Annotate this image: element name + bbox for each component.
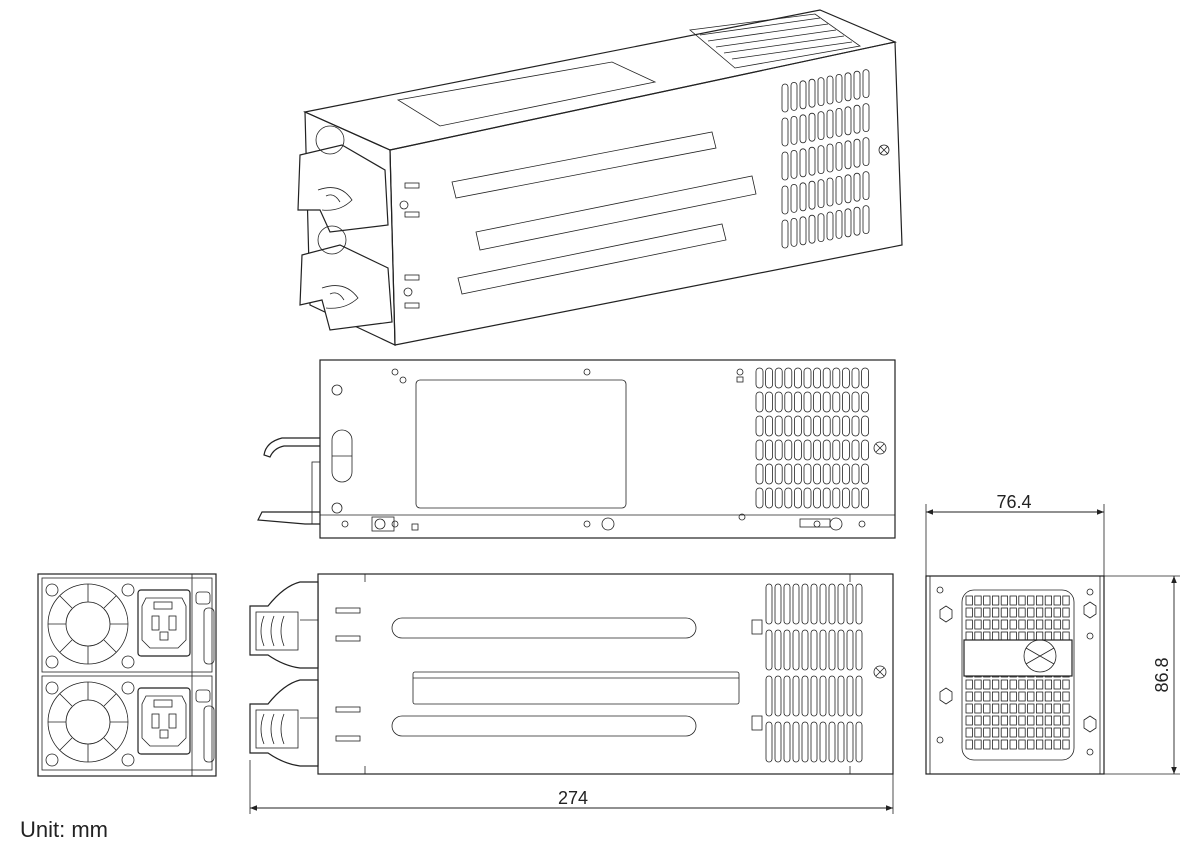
fan-icon: [1023, 639, 1057, 673]
length-value: 274: [558, 788, 588, 808]
top-view: [249, 573, 894, 775]
height-value: 86.8: [1152, 657, 1172, 692]
fan-icon: [47, 583, 129, 665]
isometric-view: [297, 9, 903, 346]
side-slots: [451, 131, 757, 295]
width-value: 76.4: [996, 492, 1031, 512]
top-view-handles: [249, 581, 319, 767]
screw-icon: [873, 441, 887, 455]
power-inlet-icon: [137, 687, 191, 755]
top-vent-slots: [765, 583, 863, 763]
top-vent-grille: [689, 13, 862, 69]
side-vent-pattern: [781, 69, 870, 249]
side-vent-grid: [755, 367, 869, 509]
power-inlet-icon: [137, 589, 191, 657]
fan-icon: [47, 681, 129, 763]
height-dimension: 86.8: [1104, 575, 1180, 775]
length-dimension: 274: [249, 760, 894, 814]
screw-icon: [873, 665, 887, 679]
side-view-handle: [257, 437, 321, 525]
rear-view: [925, 575, 1105, 775]
unit-label: Unit: mm: [20, 817, 108, 842]
side-view: [257, 359, 896, 539]
screw-icon: [878, 144, 890, 156]
front-view: [37, 573, 217, 777]
width-dimension: 76.4: [925, 492, 1105, 576]
isometric-handles: [297, 144, 393, 331]
